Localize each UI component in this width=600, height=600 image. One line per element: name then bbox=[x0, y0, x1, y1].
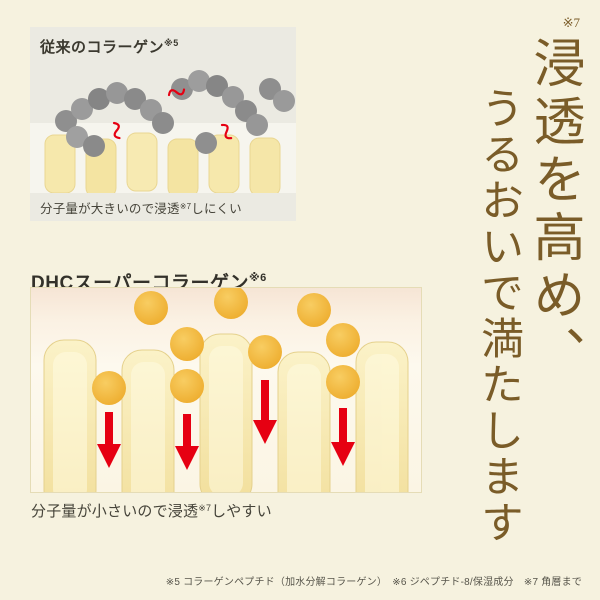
conventional-caption-pre: 分子量が大きいので浸透 bbox=[40, 202, 180, 216]
small-yellow-molecules bbox=[92, 288, 360, 405]
small-molecule-illustration bbox=[31, 288, 421, 492]
conventional-caption: 分子量が大きいので浸透※7しにくい bbox=[30, 193, 296, 217]
dhc-caption-pre: 分子量が小さいので浸透 bbox=[31, 503, 199, 520]
skin-cells bbox=[44, 132, 281, 193]
conventional-caption-post: しにくい bbox=[191, 202, 242, 216]
blocked-squiggle-icon bbox=[112, 88, 233, 140]
conventional-heading-note: ※5 bbox=[164, 38, 179, 48]
conventional-collagen-heading: 従来のコラーゲン※5 bbox=[30, 27, 296, 57]
small-molecule-illustration-box bbox=[30, 287, 422, 493]
headline-line2: うるおいで満たします bbox=[474, 86, 522, 546]
large-molecule-illustration bbox=[30, 70, 296, 193]
dhc-heading-note: ※6 bbox=[248, 271, 267, 284]
footnotes: ※5 コラーゲンペプチド（加水分解コラーゲン） ※6 ジペプチド-8/保湿成分 … bbox=[165, 577, 582, 588]
dhc-caption: 分子量が小さいので浸透※7しやすい bbox=[31, 500, 272, 521]
vertical-headline: 浸透を高め、 うるおいで満たします bbox=[472, 36, 584, 584]
arrow-down-icon bbox=[97, 380, 355, 470]
conventional-heading-text: 従来のコラーゲン bbox=[40, 39, 165, 56]
conventional-caption-note: ※7 bbox=[179, 202, 192, 211]
conventional-collagen-panel: 従来のコラーゲン※5 bbox=[30, 27, 296, 221]
dhc-caption-post: しやすい bbox=[211, 503, 272, 520]
skin-cell-highlights bbox=[53, 346, 399, 492]
dhc-caption-note: ※7 bbox=[198, 503, 212, 513]
headline-note: ※7 bbox=[562, 15, 580, 30]
large-gray-molecules bbox=[55, 70, 295, 157]
headline-line1: 浸透を高め、 bbox=[525, 36, 582, 384]
